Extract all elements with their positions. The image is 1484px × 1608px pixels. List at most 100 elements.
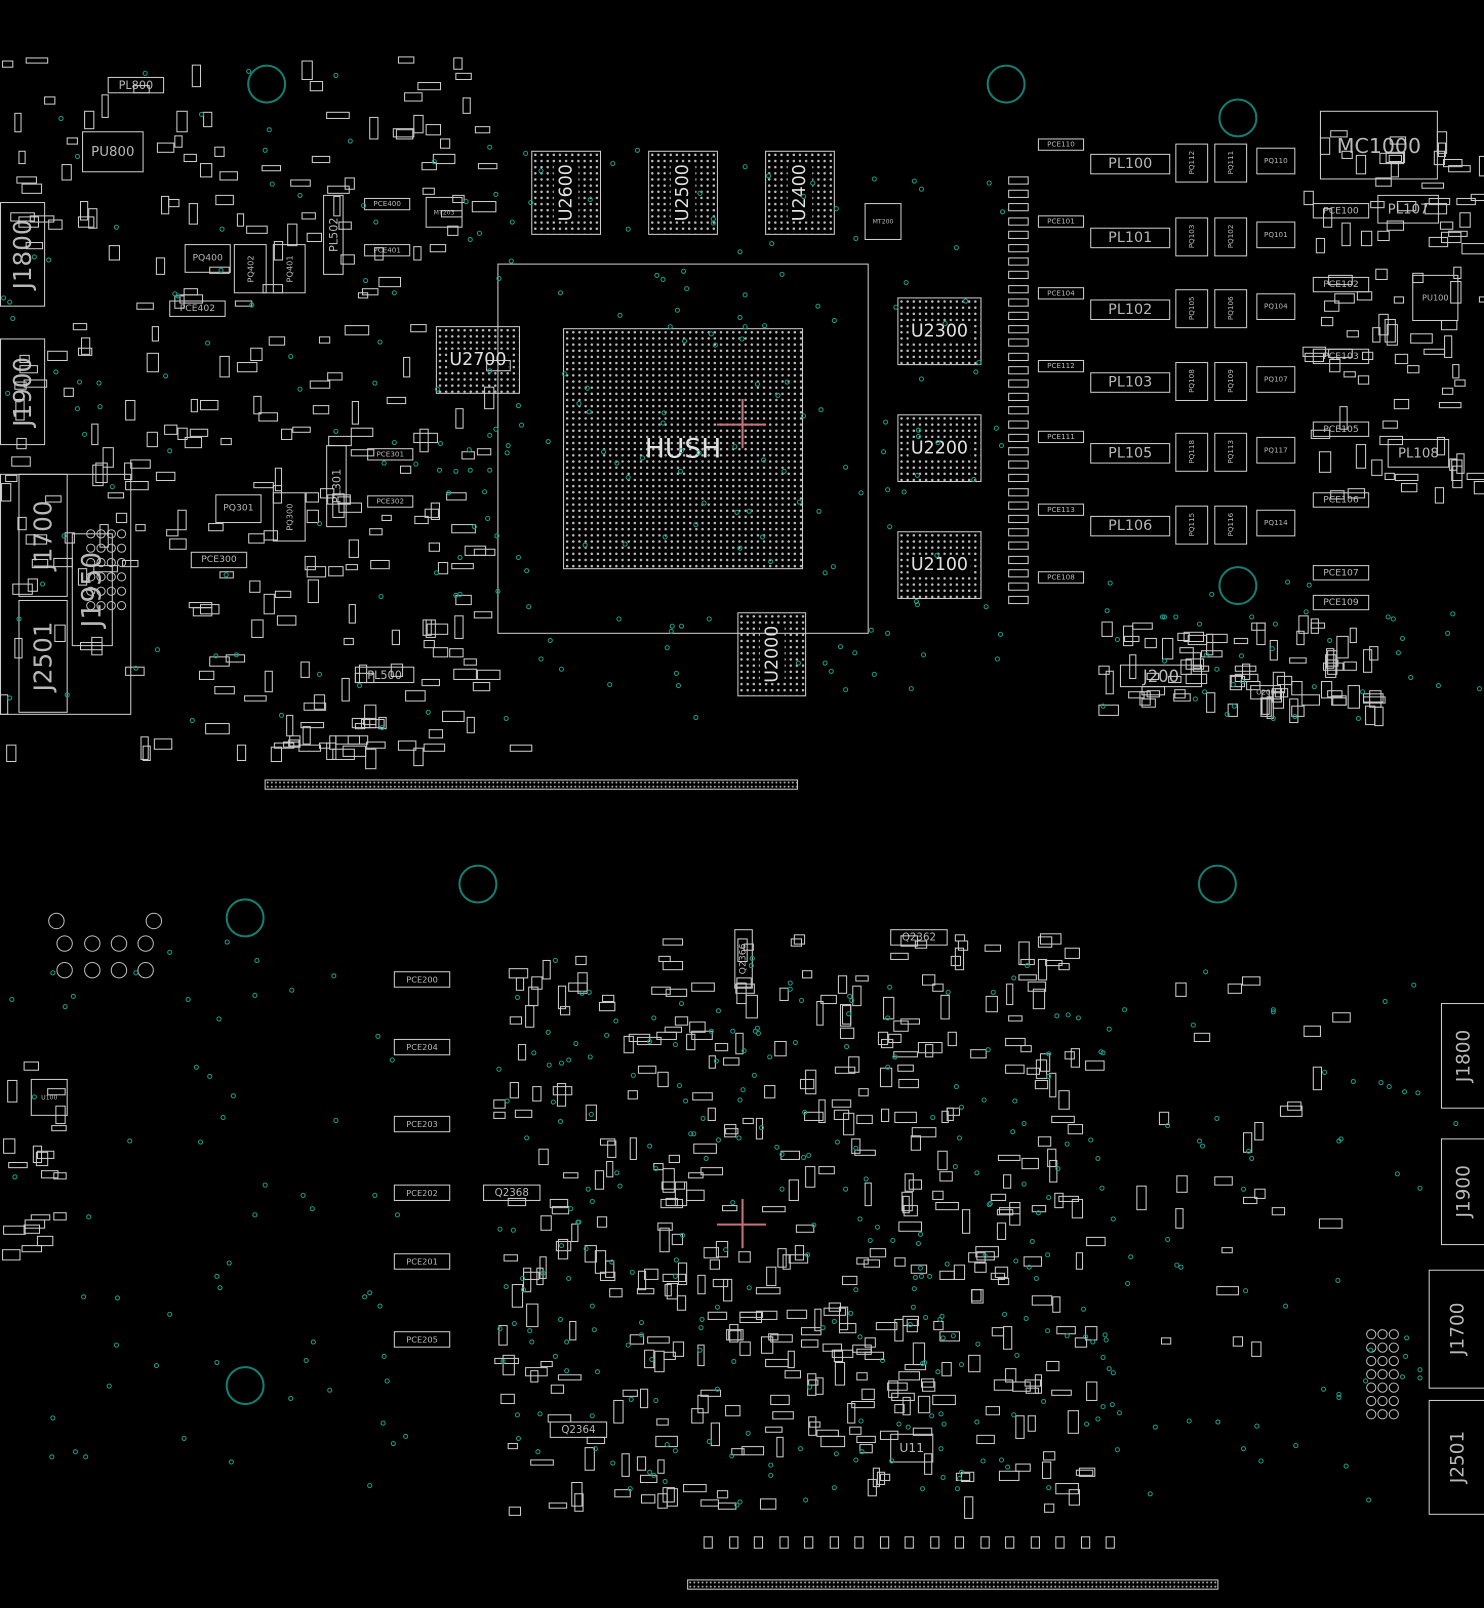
smd-pad [403, 92, 423, 102]
smd-pad [428, 542, 441, 552]
component-pce400[interactable]: PCE400 [364, 197, 411, 211]
component-u2300[interactable]: U2300 [897, 297, 982, 366]
component-q2368[interactable]: Q2368 [483, 1184, 541, 1201]
component-pq113[interactable]: PQ113 [1214, 432, 1248, 472]
component-pq112[interactable]: PQ112 [1175, 143, 1209, 183]
component-pq114[interactable]: PQ114 [1256, 509, 1296, 537]
component-pq102[interactable]: PQ102 [1214, 217, 1248, 257]
component-pce302[interactable]: PCE302 [367, 495, 414, 508]
component-pl106[interactable]: PL106 [1090, 515, 1171, 537]
component-pu100[interactable]: PU100 [1412, 274, 1459, 322]
component-pq111[interactable]: PQ111 [1214, 143, 1248, 183]
component-u2000[interactable]: U2000 [737, 612, 807, 697]
component-pq106[interactable]: PQ106 [1214, 289, 1248, 329]
component-q2362[interactable]: Q2362 [890, 929, 948, 946]
component-pl102[interactable]: PL102 [1090, 299, 1171, 320]
smd-pad [993, 1379, 1014, 1391]
component-q2364[interactable]: Q2364 [549, 1421, 608, 1438]
smd-pad [1328, 349, 1353, 358]
component-pq105[interactable]: PQ105 [1175, 289, 1209, 329]
component-pq101[interactable]: PQ101 [1256, 221, 1296, 249]
component-pq104[interactable]: PQ104 [1256, 293, 1296, 320]
smd-pad [340, 253, 356, 265]
component-u2400[interactable]: U2400 [765, 150, 835, 235]
smd-pad [859, 1444, 873, 1454]
component-pq115[interactable]: PQ115 [1175, 505, 1209, 545]
component-pq402[interactable]: PQ402 [233, 244, 267, 294]
component-u11[interactable]: U11 [890, 1433, 934, 1463]
component-u2100[interactable]: U2100 [897, 531, 982, 599]
component-pq118[interactable]: PQ118 [1175, 432, 1209, 472]
component-pce113[interactable]: PCE113 [1037, 503, 1085, 516]
component-pq117[interactable]: PQ117 [1256, 436, 1296, 464]
component-pce204[interactable]: PCE204 [393, 1038, 451, 1056]
component-j1800[interactable]: J1800 [1440, 1003, 1484, 1109]
component-pl101[interactable]: PL101 [1090, 227, 1171, 249]
component-pq108[interactable]: PQ108 [1175, 362, 1209, 402]
smd-pad [957, 939, 969, 951]
smd-pad [474, 126, 491, 134]
via [703, 1155, 709, 1161]
component-pu800[interactable]: PU800 [82, 131, 144, 173]
component-pq401[interactable]: PQ401 [272, 244, 306, 294]
component-pce202[interactable]: PCE202 [393, 1184, 451, 1201]
component-pl100[interactable]: PL100 [1090, 153, 1171, 175]
component-pce205[interactable]: PCE205 [393, 1331, 451, 1348]
component-pl103[interactable]: PL103 [1090, 372, 1171, 393]
component-pce300[interactable]: PCE300 [190, 551, 248, 569]
component-pl105[interactable]: PL105 [1090, 443, 1171, 464]
via [220, 1115, 226, 1121]
via [562, 370, 568, 377]
smd-pad [95, 462, 108, 484]
component-pce107[interactable]: PCE107 [1312, 565, 1370, 581]
component-pq116[interactable]: PQ116 [1214, 505, 1248, 545]
component-pce201[interactable]: PCE201 [393, 1253, 451, 1270]
component-mc1000[interactable]: MC1000 [1319, 110, 1438, 180]
component-pce401[interactable]: PCE401 [364, 244, 411, 257]
component-pce109[interactable]: PCE109 [1312, 594, 1370, 611]
component-pce100[interactable]: PCE100 [1312, 203, 1370, 219]
via [468, 467, 474, 473]
component-j1900[interactable]: J1900 [0, 338, 46, 446]
component-pl107[interactable]: PL107 [1377, 194, 1439, 224]
component-pq109[interactable]: PQ109 [1214, 362, 1248, 402]
component-pce402[interactable]: PCE402 [169, 300, 226, 317]
component-pce101[interactable]: PCE101 [1037, 215, 1085, 228]
component-j2501[interactable]: J2501 [18, 599, 68, 713]
component-pq400[interactable]: PQ400 [184, 244, 231, 273]
component-mt200[interactable]: MT200 [864, 203, 902, 240]
component-pce108[interactable]: PCE108 [1037, 571, 1085, 584]
component-pq107[interactable]: PQ107 [1256, 366, 1296, 393]
component-label: PQ105 [1187, 296, 1196, 321]
component-j1900[interactable]: J1900 [1440, 1138, 1484, 1246]
component-pce301[interactable]: PCE301 [367, 448, 414, 461]
component-u2500[interactable]: U2500 [648, 150, 718, 235]
component-pl108[interactable]: PL108 [1387, 438, 1450, 468]
component-j1800[interactable]: J1800 [0, 202, 46, 307]
smd-pad [1302, 346, 1327, 357]
component-pq300[interactable]: PQ300 [272, 492, 306, 542]
component-pq110[interactable]: PQ110 [1256, 147, 1296, 175]
component-pce110[interactable]: PCE110 [1037, 138, 1085, 151]
component-u100[interactable]: U100 [30, 1078, 68, 1116]
smd-pad [1233, 638, 1248, 645]
component-pce111[interactable]: PCE111 [1037, 430, 1085, 444]
component-pce112[interactable]: PCE112 [1037, 359, 1085, 373]
component-pce106[interactable]: PCE106 [1312, 492, 1370, 508]
component-pq301[interactable]: PQ301 [215, 494, 262, 524]
component-j2501[interactable]: J2501 [1428, 1399, 1484, 1515]
component-pq103[interactable]: PQ103 [1175, 217, 1209, 257]
component-u2600[interactable]: U2600 [531, 150, 602, 235]
component-pl502[interactable]: PL502 [323, 194, 344, 275]
component-pce200[interactable]: PCE200 [393, 971, 451, 988]
component-pce203[interactable]: PCE203 [393, 1115, 451, 1133]
component-pce104[interactable]: PCE104 [1037, 287, 1085, 300]
via [1109, 1402, 1115, 1408]
connector-pin [1366, 1395, 1377, 1407]
via [1204, 652, 1210, 658]
connector-pin [1388, 1409, 1399, 1420]
via [96, 380, 102, 386]
component-u2200[interactable]: U2200 [897, 414, 982, 483]
component-j1700[interactable]: J1700 [1428, 1269, 1484, 1389]
